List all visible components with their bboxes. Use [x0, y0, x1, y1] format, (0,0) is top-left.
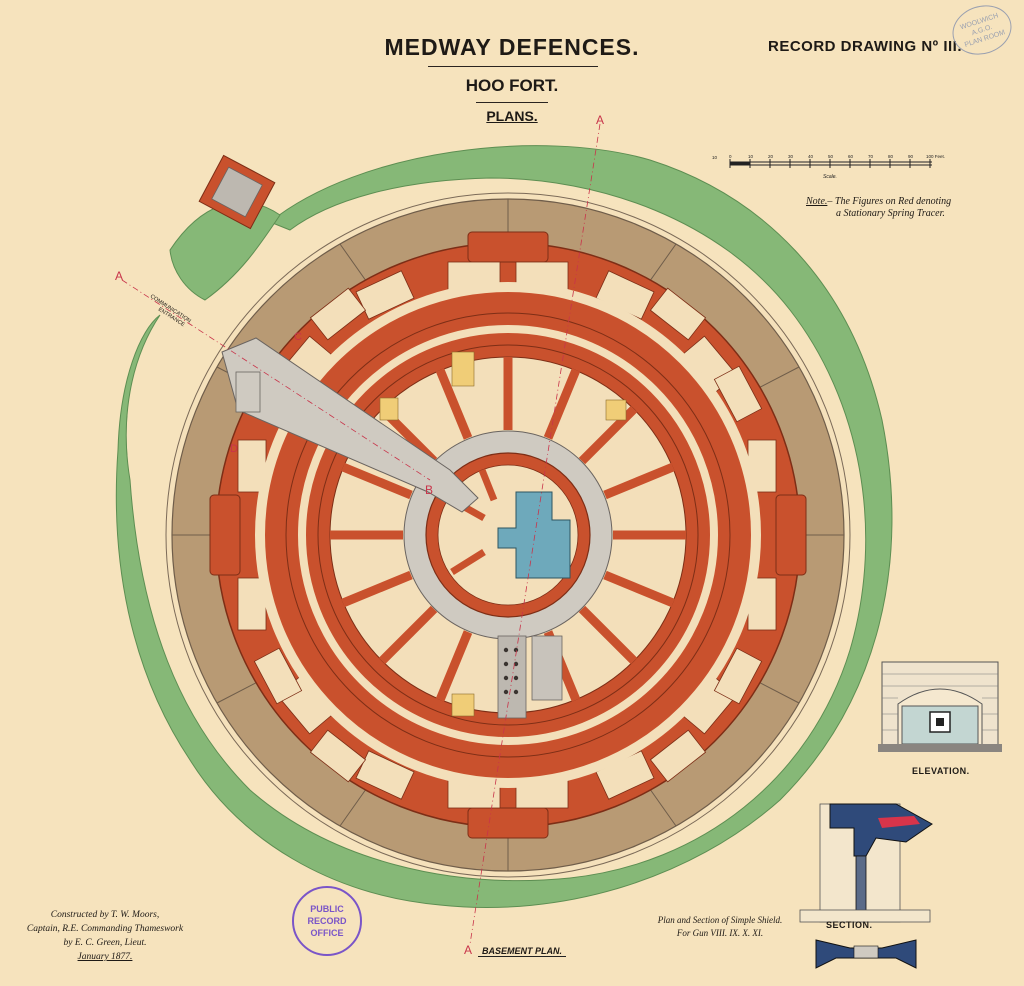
title-rule	[428, 66, 598, 67]
section-line-aa	[469, 123, 601, 945]
section-marker-b: B	[425, 483, 433, 497]
section-label: SECTION.	[826, 920, 873, 930]
scale-tick-label: 100 Feet.	[926, 154, 945, 159]
middle-passage	[298, 325, 718, 745]
scale-label: Scale.	[823, 174, 837, 180]
scale-tick-label: 0	[729, 154, 732, 159]
shield-caption: Plan and Section of Simple Shield.For Gu…	[657, 915, 783, 938]
shield-elevation	[878, 661, 1002, 752]
shield-section	[799, 803, 933, 969]
basement-plan-label: BASEMENT PLAN.	[478, 946, 567, 957]
record-drawing-number: RECORD DRAWING Nº III.	[768, 38, 962, 55]
scale-tick-label: 30	[788, 154, 794, 159]
scale-tick-label: 80	[888, 154, 894, 159]
section-marker-a-bottom: A	[464, 943, 472, 957]
scale-tick-label: 60	[848, 154, 854, 159]
scale-tick-label: 40	[808, 154, 814, 159]
section-marker-c: C	[294, 331, 302, 343]
section-marker-a-top: A	[596, 113, 604, 127]
scale-tick-label: 20	[768, 154, 774, 159]
elevation-label: ELEVATION.	[912, 766, 970, 776]
glacis-grass	[115, 145, 893, 908]
scale-bar: 10 0 10 20 30 40 50 60 70 80 90 100 Feet…	[712, 154, 945, 180]
subtitle-rule	[476, 102, 548, 103]
construction-credits: Constructed by T. W. Moors, Captain, R.E…	[26, 910, 184, 962]
section-marker-d: D	[230, 443, 238, 455]
scale-tick-label: 10	[712, 155, 718, 160]
fort-name: HOO FORT.	[465, 76, 559, 95]
drawing-title: MEDWAY DEFENCES.	[384, 34, 640, 60]
scale-tick-label: 50	[828, 154, 834, 159]
scale-tick-label: 10	[748, 154, 754, 159]
scale-tick-label: 70	[868, 154, 874, 159]
section-title: PLANS.	[486, 108, 538, 124]
section-line-a	[121, 279, 431, 481]
entrance-passage	[221, 337, 479, 513]
section-marker-a-left: A	[115, 269, 123, 283]
grass-patch	[169, 201, 281, 301]
water-tank	[497, 491, 571, 579]
tracer-note: Note.– The Figures on Red denoting a Sta…	[806, 196, 952, 219]
outer-passage	[255, 282, 761, 788]
scale-tick-label: 90	[908, 154, 914, 159]
